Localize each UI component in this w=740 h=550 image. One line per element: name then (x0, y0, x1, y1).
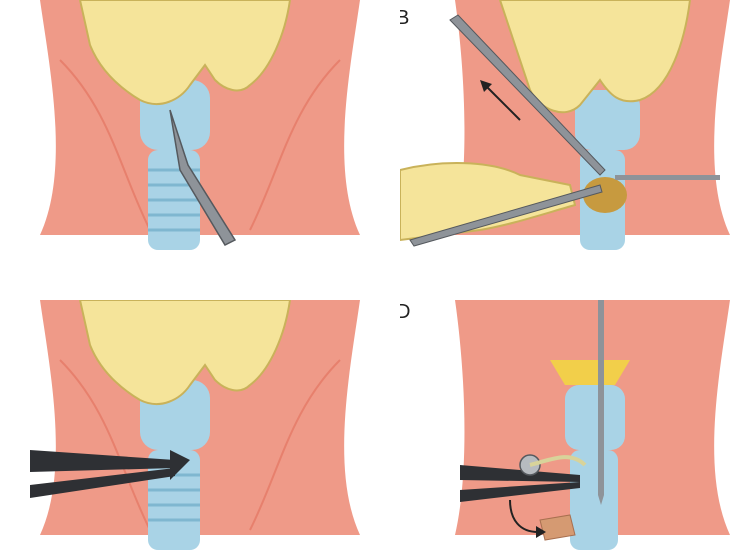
panel-a: A (30, 0, 370, 250)
panel-b: B (400, 0, 740, 250)
direction-arrow-icon (484, 84, 521, 121)
trachea-icon (140, 80, 210, 250)
neck-illustration-a (30, 0, 370, 250)
trachea-icon (575, 90, 640, 250)
panel-label: D (400, 301, 411, 323)
neck-illustration-d (455, 300, 730, 550)
gloved-hand-icon (78, 300, 292, 405)
panel-d: D (400, 300, 740, 550)
dilator-icon (30, 450, 175, 472)
forceps-icon (449, 14, 606, 176)
neck-illustration-c (30, 300, 360, 550)
panel-label: B (400, 7, 410, 29)
direction-arrow-icon (509, 499, 539, 533)
needle-icon (598, 300, 604, 505)
scalpel-icon (169, 109, 237, 246)
dilator-icon (460, 482, 580, 502)
dilator-icon (460, 465, 580, 482)
gloved-hand-icon (78, 0, 292, 105)
dilator-icon (30, 468, 175, 498)
retractor-icon (615, 175, 720, 180)
panel-c: C (30, 300, 370, 550)
tube-icon (529, 455, 587, 467)
neck-illustration-b (400, 0, 730, 250)
gloved-hand-icon (400, 162, 577, 242)
gloved-hand-icon (498, 0, 692, 114)
trachea-icon (550, 360, 630, 550)
forceps-icon (409, 184, 603, 247)
